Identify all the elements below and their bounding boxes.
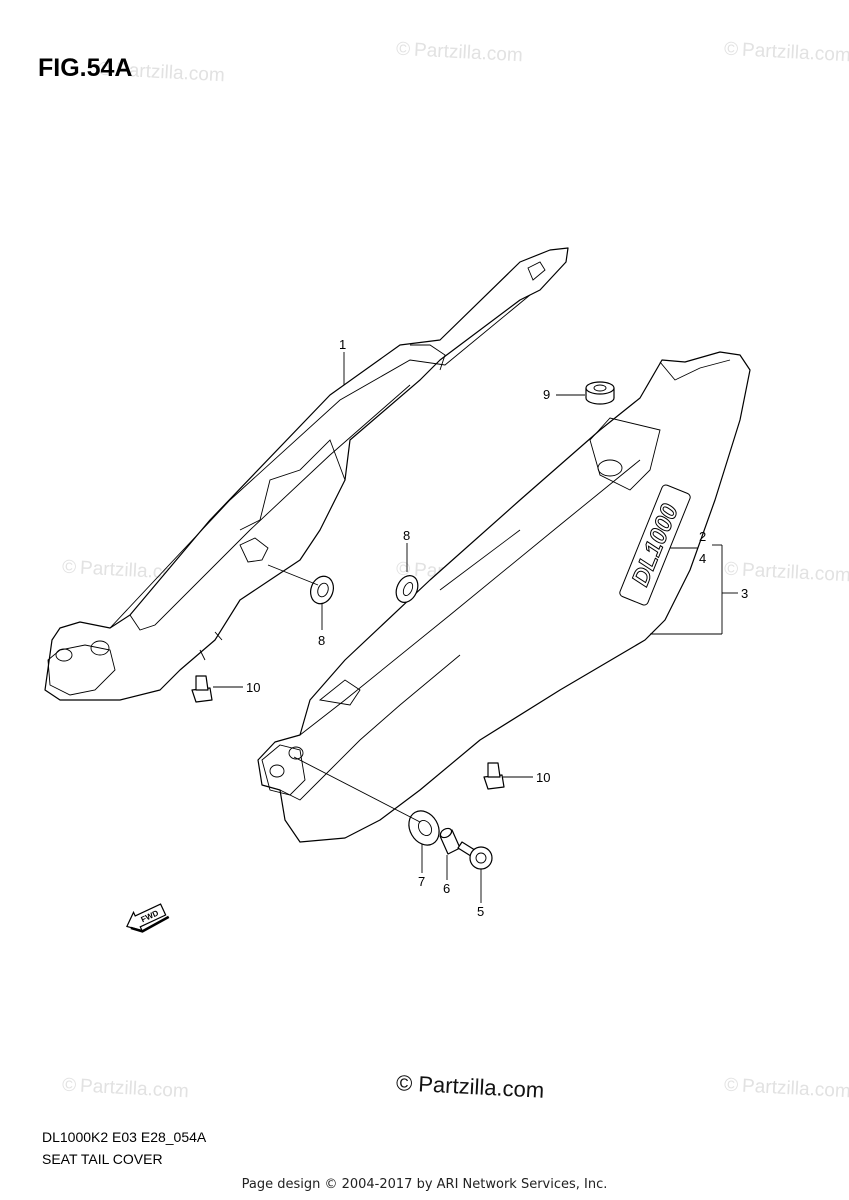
callout-10-left: 10 xyxy=(246,680,260,695)
callout-6: 6 xyxy=(443,881,450,896)
callout-8-left: 8 xyxy=(318,633,325,648)
callout-1: 1 xyxy=(339,337,346,352)
callout-8-center: 8 xyxy=(403,528,410,543)
clip-part-10-right[interactable] xyxy=(483,762,505,790)
cushion-part-8-center[interactable] xyxy=(392,572,422,606)
callout-7: 7 xyxy=(418,874,425,889)
right-tail-cover-part[interactable]: DL1000 xyxy=(257,351,751,843)
collar-part-6[interactable] xyxy=(439,827,461,855)
callout-2: 2 xyxy=(699,529,706,544)
callout-5: 5 xyxy=(477,904,484,919)
left-tail-cover-part[interactable] xyxy=(44,247,569,701)
leader-lines xyxy=(213,352,738,903)
figure-title: FIG.54A xyxy=(38,54,133,82)
callout-3: 3 xyxy=(741,586,748,601)
footer-copyright: Page design © 2004-2017 by ARI Network S… xyxy=(241,1177,608,1192)
fwd-arrow-icon: FWD xyxy=(126,903,170,933)
callout-4: 4 xyxy=(699,551,706,566)
clip-part-10-left[interactable] xyxy=(191,675,213,703)
bolt-part-5[interactable] xyxy=(457,841,493,870)
cushion-part-7[interactable] xyxy=(403,805,445,850)
grommet-part-9[interactable] xyxy=(585,381,615,405)
cushion-part-8-left[interactable] xyxy=(307,573,337,607)
callout-10-right: 10 xyxy=(536,770,550,785)
callout-9: 9 xyxy=(543,387,550,402)
section-name: SEAT TAIL COVER xyxy=(42,1151,163,1167)
model-code: DL1000K2 E03 E28_054A xyxy=(42,1129,207,1145)
